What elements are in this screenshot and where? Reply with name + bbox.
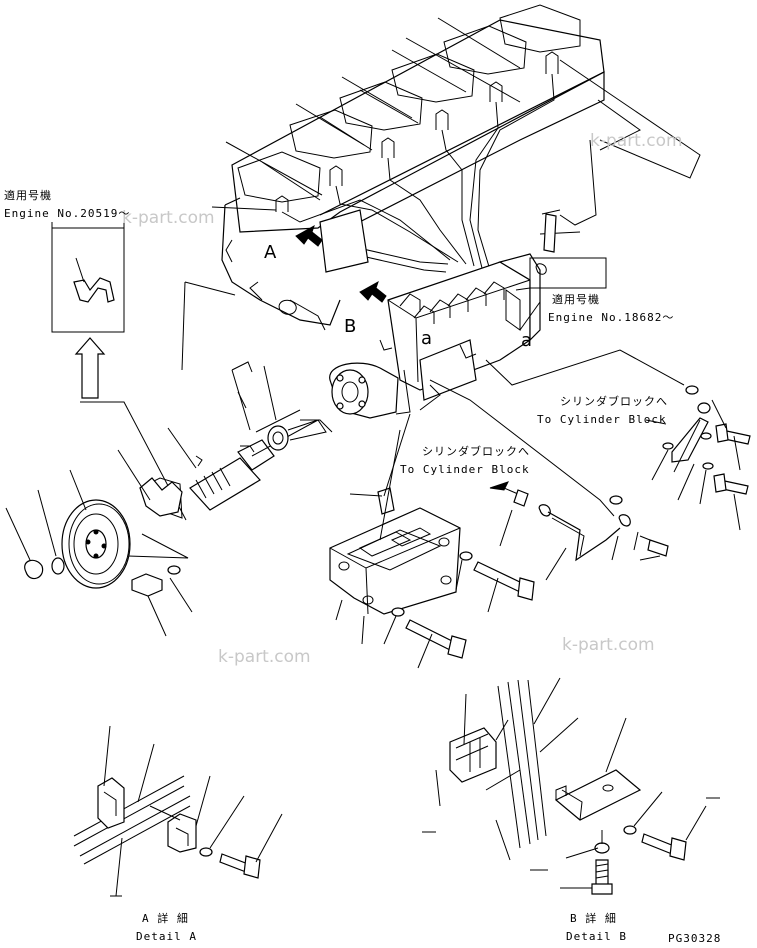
applicable-label-jp: 適用号機 — [4, 189, 52, 202]
detail-a-caption-jp: A 詳 細 — [142, 912, 189, 925]
watermark-text: k-part.com — [218, 647, 311, 667]
lube-pipe — [429, 379, 669, 581]
drive-shaft-assembly — [80, 361, 327, 559]
injection-pump — [329, 253, 541, 419]
to-cylinder-block-en: To Cylinder Block — [537, 413, 667, 426]
timing-gear — [5, 469, 193, 637]
callout-a: a — [421, 328, 433, 349]
applicable-label-jp: 適用号機 — [552, 293, 600, 306]
detail-b-caption-jp: B 詳 細 — [570, 912, 617, 925]
to-cylinder-block-jp: シリンダブロックへ — [560, 395, 668, 408]
detail-a-drawing — [73, 725, 283, 897]
detail-a-caption-en: Detail A — [136, 930, 197, 943]
engine-head — [181, 4, 701, 371]
right-parts — [645, 385, 751, 531]
callout-a: a — [521, 330, 533, 351]
watermark-text: k-part.com — [562, 635, 655, 655]
pump-bracket — [329, 413, 461, 645]
detail-b-caption-en: Detail B — [566, 930, 627, 943]
bracket-bolts — [300, 419, 535, 669]
detail-box-left — [51, 222, 125, 333]
to-cylinder-block-en: To Cylinder Block — [400, 463, 530, 476]
applicable-serial: Engine No.20519～ — [4, 207, 131, 220]
callout-B: B — [344, 316, 357, 337]
watermark-text: k-part.com — [122, 208, 215, 228]
direction-arrows — [74, 224, 387, 399]
to-cylinder-block-jp: シリンダブロックへ — [422, 445, 530, 458]
callout-boxes — [485, 209, 685, 386]
leader-lines-top — [211, 17, 521, 211]
applicable-serial: Engine No.18682～ — [548, 311, 675, 324]
injection-pipes — [281, 73, 555, 273]
reference-ticks — [110, 797, 720, 897]
detail-b-drawing — [435, 677, 707, 895]
drawing-number: PG30328 — [668, 932, 722, 945]
watermark-text: k-part.com — [590, 131, 683, 151]
callout-A: A — [264, 242, 277, 263]
